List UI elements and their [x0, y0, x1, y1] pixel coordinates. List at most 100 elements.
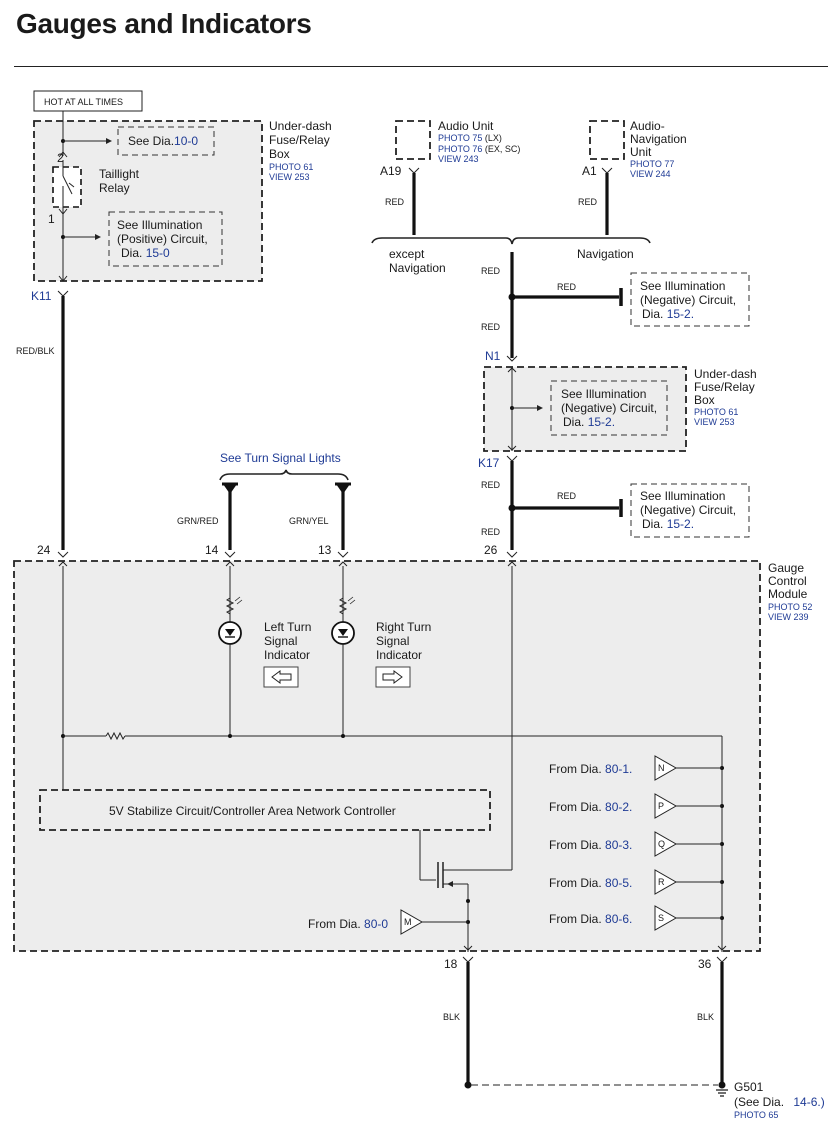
svg-text:PHOTO 76 (EX, SC): PHOTO 76 (EX, SC) [438, 144, 520, 154]
svg-text:From Dia. 80-6.: From Dia. 80-6. [549, 912, 632, 926]
svg-text:24: 24 [37, 543, 51, 557]
svg-text:Unit: Unit [630, 145, 652, 159]
svg-text:K11: K11 [31, 289, 52, 303]
svg-text:N1: N1 [485, 349, 501, 363]
wire-red-blk: K11 RED/BLK 24 [16, 289, 69, 558]
title-rule [14, 66, 828, 67]
svg-text:VIEW 253: VIEW 253 [269, 172, 310, 182]
svg-text:S: S [658, 913, 664, 923]
svg-text:PHOTO 52: PHOTO 52 [768, 602, 812, 612]
svg-text:Indicator: Indicator [376, 648, 422, 662]
svg-text:See Illumination: See Illumination [117, 218, 202, 232]
svg-text:Signal: Signal [264, 634, 297, 648]
svg-text:13: 13 [318, 543, 332, 557]
illum-positive-link[interactable]: Dia. 15-0 [121, 246, 170, 260]
svg-text:GRN/RED: GRN/RED [177, 516, 219, 526]
svg-text:Box: Box [694, 393, 715, 407]
svg-text:(Negative) Circuit,: (Negative) Circuit, [640, 503, 736, 517]
turn-signal-ref: See Turn Signal Lights GRN/RED 14 GRN/YE… [177, 451, 351, 558]
svg-text:(Negative) Circuit,: (Negative) Circuit, [561, 401, 657, 415]
svg-text:P: P [658, 801, 664, 811]
svg-text:Indicator: Indicator [264, 648, 310, 662]
svg-text:PHOTO 75 (LX): PHOTO 75 (LX) [438, 133, 502, 143]
svg-text:From Dia. 80-1.: From Dia. 80-1. [549, 762, 632, 776]
svg-text:RED: RED [578, 197, 598, 207]
illum-negative-ref-1[interactable]: See Illumination (Negative) Circuit, Dia… [630, 272, 750, 327]
from-dia-80-0[interactable]: From Dia. 80-0 [308, 917, 388, 931]
svg-text:A19: A19 [380, 164, 402, 178]
svg-text:From Dia. 80-5.: From Dia. 80-5. [549, 876, 632, 890]
from-dia-80-5[interactable]: From Dia. 80-5. R [549, 869, 722, 895]
svg-text:Module: Module [768, 587, 808, 601]
svg-text:RED: RED [557, 282, 577, 292]
svg-text:A1: A1 [582, 164, 597, 178]
option-branch: except Navigation Navigation [371, 237, 651, 275]
svg-text:(Positive) Circuit,: (Positive) Circuit, [117, 232, 208, 246]
svg-text:From Dia. 80-2.: From Dia. 80-2. [549, 800, 632, 814]
svg-text:VIEW 244: VIEW 244 [630, 169, 671, 179]
svg-text:14: 14 [205, 543, 219, 557]
from-dia-80-6[interactable]: From Dia. 80-6. S [549, 905, 722, 931]
svg-text:RED: RED [481, 266, 501, 276]
svg-text:M: M [404, 917, 412, 927]
svg-text:RED/BLK: RED/BLK [16, 346, 55, 356]
svg-text:Taillight: Taillight [99, 167, 140, 181]
svg-text:Q: Q [658, 839, 665, 849]
svg-text:VIEW 253: VIEW 253 [694, 417, 735, 427]
svg-text:See Illumination: See Illumination [640, 489, 725, 503]
ground-wiring: 18 BLK 36 BLK G501 (See Dia. 14-6.) PHOT… [443, 956, 825, 1120]
svg-text:N: N [658, 763, 665, 773]
svg-text:G501: G501 [734, 1080, 764, 1094]
controller-label: 5V Stabilize Circuit/Controller Area Net… [109, 804, 396, 818]
svg-text:Navigation: Navigation [577, 247, 634, 261]
svg-text:36: 36 [698, 957, 712, 971]
svg-text:R: R [658, 877, 665, 887]
fuse-relay-box-2: See Illumination (Negative) Circuit, Dia… [483, 366, 757, 452]
svg-text:Navigation: Navigation [389, 261, 446, 275]
svg-text:18: 18 [444, 957, 458, 971]
svg-text:Signal: Signal [376, 634, 409, 648]
svg-text:PHOTO 61: PHOTO 61 [269, 162, 313, 172]
audio-unit: Audio Unit PHOTO 75 (LX) PHOTO 76 (EX, S… [380, 119, 520, 235]
svg-text:Audio Unit: Audio Unit [438, 119, 494, 133]
page-title: Gauges and Indicators [16, 8, 312, 39]
svg-text:RED: RED [557, 491, 577, 501]
svg-text:GRN/YEL: GRN/YEL [289, 516, 329, 526]
svg-text:Right Turn: Right Turn [376, 620, 431, 634]
svg-text:Under-dash: Under-dash [694, 367, 757, 381]
svg-text:RED: RED [481, 322, 501, 332]
svg-text:Dia. 15-2.: Dia. 15-2. [642, 307, 694, 321]
svg-text:except: except [389, 247, 425, 261]
illum-negative-ref-2[interactable]: Dia. 15-2. [563, 415, 615, 429]
from-dia-80-1[interactable]: From Dia. 80-1. N [549, 755, 722, 781]
see-dia-10-0[interactable]: See Dia.10-0 [128, 134, 198, 148]
svg-text:26: 26 [484, 543, 498, 557]
svg-text:Fuse/Relay: Fuse/Relay [694, 380, 755, 394]
svg-text:RED: RED [481, 480, 501, 490]
from-dia-80-2[interactable]: From Dia. 80-2. P [549, 793, 722, 819]
svg-text:Relay: Relay [99, 181, 130, 195]
gauge-control-module: Gauge Control Module PHOTO 52 VIEW 239 L… [13, 560, 812, 952]
svg-text:BLK: BLK [443, 1012, 460, 1022]
svg-text:(Negative) Circuit,: (Negative) Circuit, [640, 293, 736, 307]
illum-negative-ref-3[interactable]: See Illumination (Negative) Circuit, Dia… [630, 483, 750, 538]
svg-text:Navigation: Navigation [630, 132, 687, 146]
svg-text:RED: RED [385, 197, 405, 207]
svg-text:Audio-: Audio- [630, 119, 665, 133]
ground-see-dia[interactable]: (See Dia. 14-6.) [734, 1095, 825, 1109]
wire-red-upper: RED RED RED N1 [481, 252, 623, 363]
svg-text:See Illumination: See Illumination [640, 279, 725, 293]
svg-text:Control: Control [768, 574, 807, 588]
svg-text:2: 2 [57, 151, 64, 165]
svg-text:VIEW 239: VIEW 239 [768, 612, 809, 622]
svg-text:Fuse/Relay: Fuse/Relay [269, 133, 330, 147]
svg-text:PHOTO 61: PHOTO 61 [694, 407, 738, 417]
svg-text:Dia. 15-2.: Dia. 15-2. [642, 517, 694, 531]
svg-text:Gauge: Gauge [768, 561, 804, 575]
see-turn-signal-link[interactable]: See Turn Signal Lights [220, 451, 341, 465]
svg-text:PHOTO 65: PHOTO 65 [734, 1110, 778, 1120]
fuse-relay-box-1: Under-dash Fuse/Relay Box PHOTO 61 VIEW … [33, 111, 332, 282]
from-dia-80-3[interactable]: From Dia. 80-3. Q [549, 831, 722, 857]
svg-text:K17: K17 [478, 456, 500, 470]
